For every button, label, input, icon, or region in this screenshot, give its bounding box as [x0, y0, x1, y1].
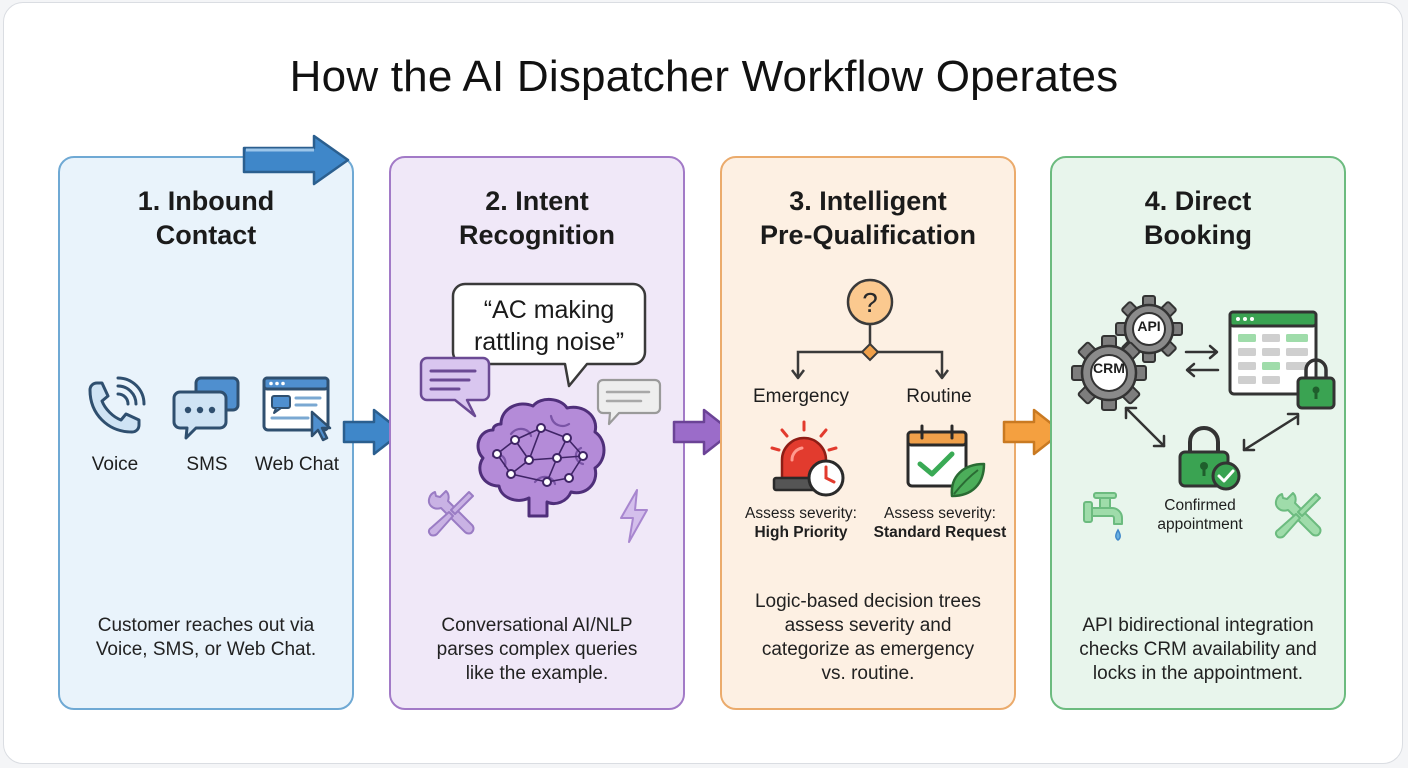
- step-card-intent-recognition: 2. Intent Recognition “AC making rattlin…: [389, 156, 685, 710]
- step-title: 2. Intent Recognition: [391, 184, 683, 252]
- step-title: 4. Direct Booking: [1052, 184, 1344, 252]
- step-card-inbound-contact: 1. Inbound Contact Voice SMS Web Chat Cu…: [58, 156, 354, 710]
- web-chat-window-icon: [262, 376, 332, 442]
- calendar-grid-icon: [1228, 310, 1336, 410]
- step-title-line1: 4. Direct: [1144, 186, 1252, 216]
- branch-label-emergency: Emergency: [752, 386, 850, 407]
- alarm-siren-icon: [770, 420, 845, 497]
- gear-label-api: API: [1137, 318, 1161, 334]
- lock-icon: [1178, 426, 1241, 491]
- gear-icon: [1071, 335, 1147, 411]
- step-description: API bidirectional integration checks CRM…: [1079, 615, 1317, 684]
- channel-label-voice: Voice: [91, 454, 139, 475]
- channel-label-web-chat: Web Chat: [254, 454, 340, 475]
- phone-icon: [88, 376, 146, 434]
- chat-bubble-icon: [596, 378, 662, 426]
- channel-label-sms: SMS: [186, 454, 228, 475]
- sync-arrows-icon: [1184, 344, 1220, 378]
- lightning-icon: [620, 489, 648, 543]
- step-description: Customer reaches out via Voice, SMS, or …: [95, 615, 317, 660]
- step-title-line1: 1. Inbound: [137, 186, 275, 216]
- quote-bubble: [451, 282, 647, 388]
- connector-arrows: [1124, 406, 1300, 452]
- step-title-line2: Contact: [155, 220, 257, 250]
- confirmed-appointment-label: Confirmed appointment: [1157, 497, 1243, 533]
- flow-arrow-3-to-4: [1002, 408, 1064, 456]
- wrench-screwdriver-icon: [1274, 492, 1322, 539]
- step-title-line1: 3. Intelligent: [789, 186, 947, 216]
- calendar-check-icon: [906, 424, 986, 498]
- chat-bubble-icon: [419, 356, 491, 418]
- step-card-pre-qualification: 3. Intelligent Pre-Qualification ? Emerg…: [720, 156, 1016, 710]
- diagram-title: How the AI Dispatcher Workflow Operates: [289, 52, 1119, 101]
- decision-tree: ?: [791, 278, 949, 380]
- step-description: Logic-based decision trees assess severi…: [754, 591, 982, 684]
- gear-icon: [1115, 295, 1183, 363]
- flow-arrow-2-to-3: [672, 408, 734, 456]
- faucet-icon: [1083, 492, 1123, 541]
- routine-assessment: Assess severity: Standard Request: [873, 505, 1007, 541]
- step-description: Conversational AI/NLP parses complex que…: [436, 615, 638, 684]
- step-card-direct-booking: 4. Direct Booking API: [1050, 156, 1346, 710]
- step-title-line1: 2. Intent: [485, 186, 589, 216]
- flow-arrow-top: [242, 134, 350, 186]
- emergency-assessment: Assess severity: High Priority: [745, 505, 857, 541]
- customer-quote: “AC making rattling noise”: [473, 296, 625, 356]
- gear-label-crm: CRM: [1093, 360, 1125, 376]
- brain-network-icon: [476, 398, 606, 518]
- step-title-line2: Recognition: [459, 220, 615, 250]
- step-title: 1. Inbound Contact: [60, 184, 352, 252]
- svg-text:?: ?: [862, 287, 878, 318]
- flow-arrow-1-to-2: [342, 408, 404, 456]
- wrench-screwdriver-icon: [427, 490, 475, 537]
- step-title-line2: Pre-Qualification: [759, 220, 977, 250]
- branch-label-routine: Routine: [906, 386, 972, 407]
- step-title-line2: Booking: [1144, 220, 1252, 250]
- sms-bubble-icon: [172, 376, 240, 440]
- step-title: 3. Intelligent Pre-Qualification: [722, 184, 1014, 252]
